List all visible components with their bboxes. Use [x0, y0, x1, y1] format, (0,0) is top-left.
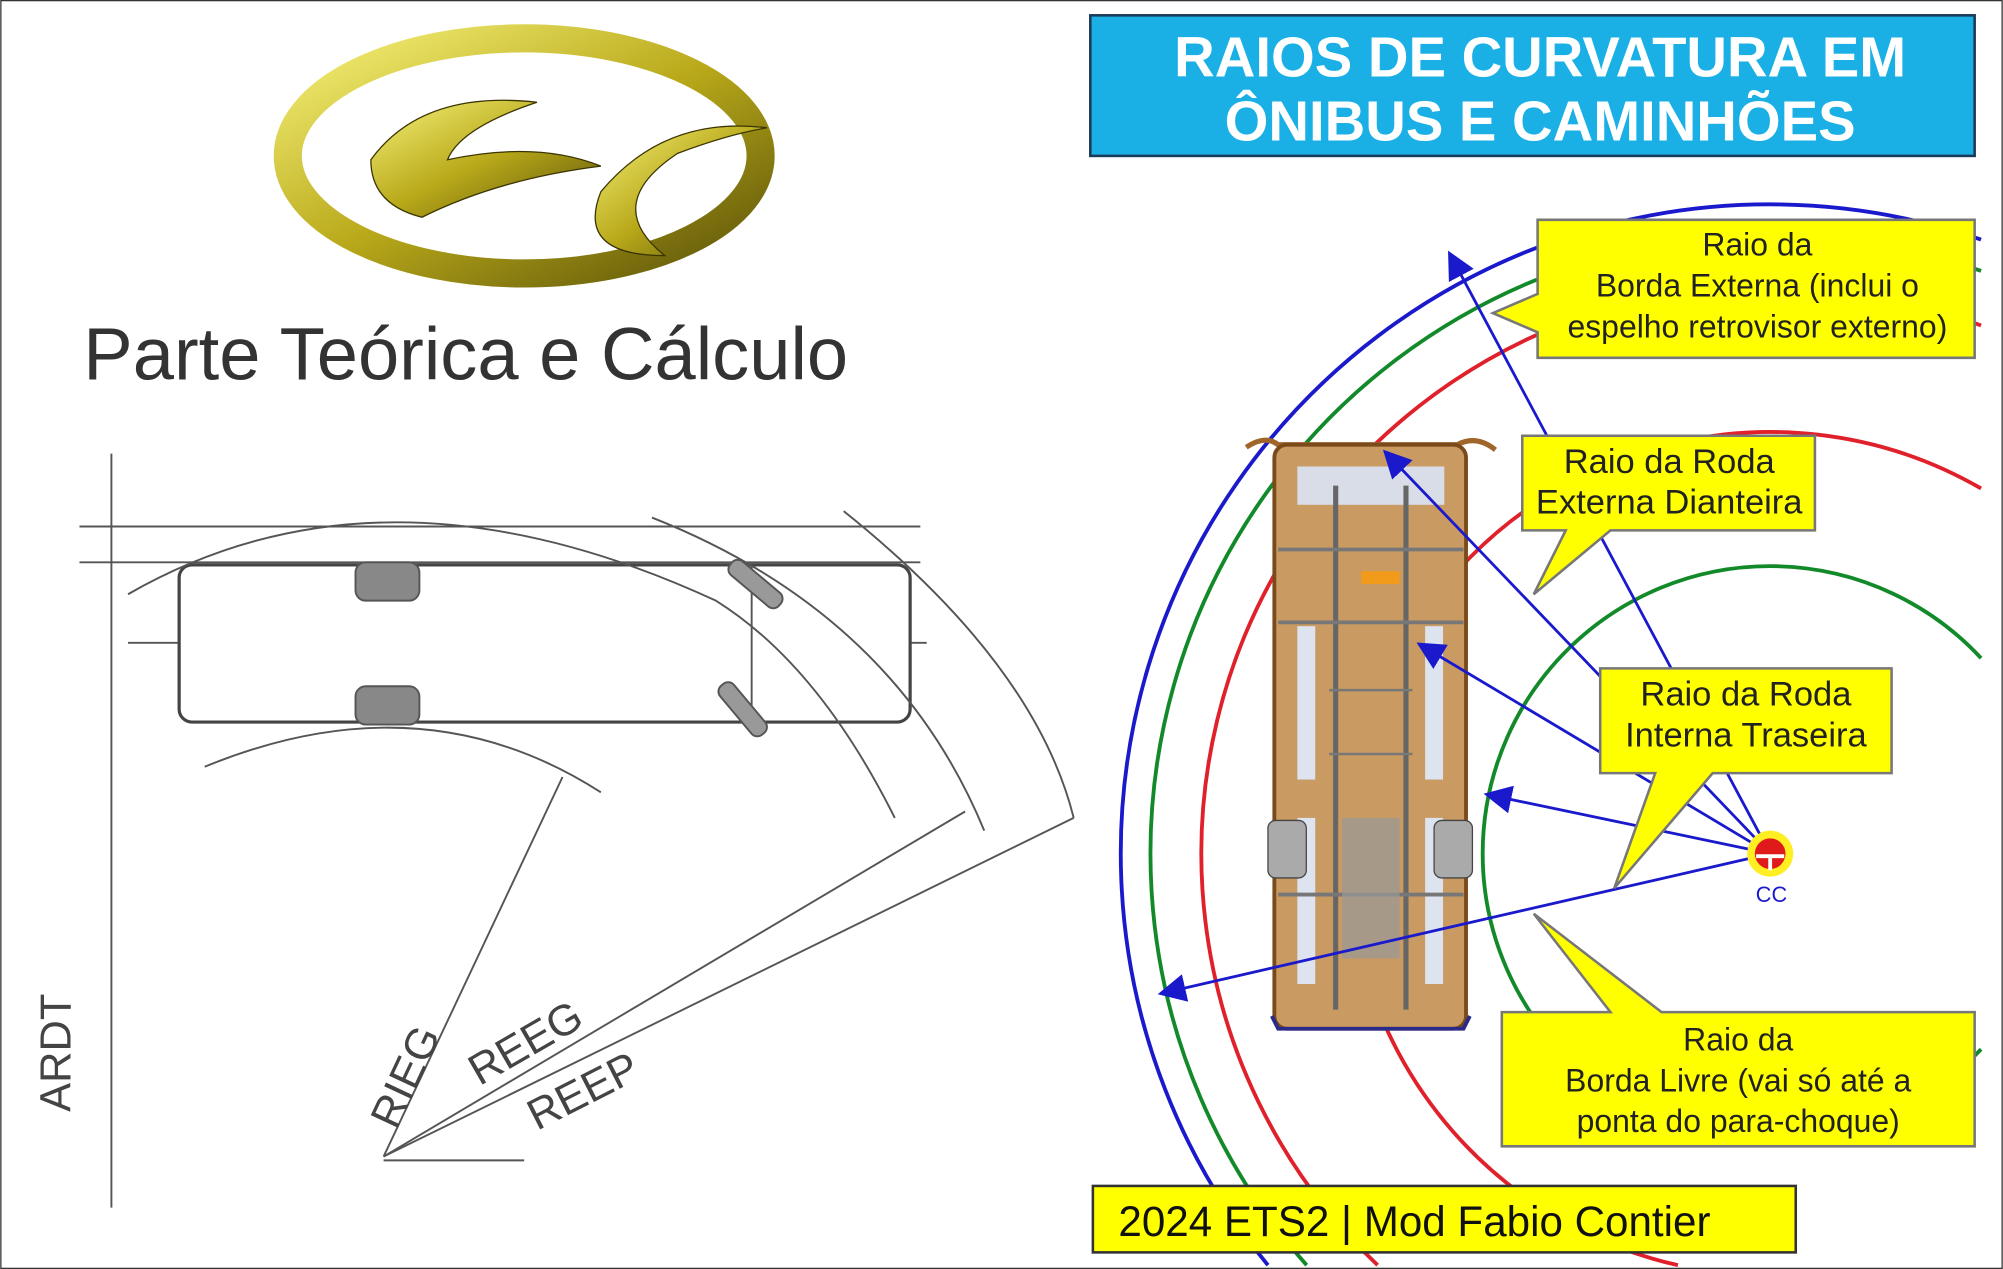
callout-1-line-1: Raio da	[1702, 227, 1812, 263]
callout-4-line-3: ponta do para-choque)	[1577, 1103, 1900, 1139]
callout-3-line-2: Interna Traseira	[1625, 716, 1867, 754]
label-ardt: ARDT	[33, 994, 81, 1112]
center-of-curvature-icon	[1747, 830, 1794, 877]
footer-text: 2024 ETS2 | Mod Fabio Contier	[1118, 1198, 1710, 1245]
callout-3-line-1: Raio da Roda	[1640, 675, 1852, 713]
bus-top-view	[1244, 437, 1498, 1031]
left-bus-diagram	[79, 453, 1075, 1208]
callout-free-edge: Raio da Borda Livre (vai só até a ponta …	[1500, 912, 1976, 1148]
title-box	[1089, 14, 1976, 158]
callout-outer-edge: Raio da Borda Externa (inclui o espelho …	[1489, 218, 1976, 360]
subtitle: Parte Teórica e Cálculo	[83, 313, 848, 396]
callout-4-line-1: Raio da	[1683, 1021, 1793, 1057]
callout-front-outer-wheel: Raio da Roda Externa Dianteira	[1520, 434, 1817, 596]
callout-4-line-2: Borda Livre (vai só até a	[1565, 1062, 1911, 1098]
callout-rear-inner-wheel: Raio da Roda Interna Traseira	[1598, 667, 1893, 890]
callout-2-line-2: Externa Dianteira	[1536, 484, 1803, 522]
title-line-1: RAIOS DE CURVATURA EM	[1174, 26, 1906, 89]
callout-1-line-3: espelho retrovisor externo)	[1567, 308, 1947, 344]
logo	[273, 24, 775, 288]
callout-2-line-1: Raio da Roda	[1564, 443, 1776, 481]
outer-edge-arc	[1118, 202, 1982, 1267]
title-line-2: ÔNIBUS E CAMINHÕES	[1225, 90, 1856, 153]
center-label: CC	[1756, 882, 1787, 907]
callout-1-line-2: Borda Externa (inclui o	[1596, 267, 1919, 303]
footer-box	[1091, 1184, 1798, 1254]
